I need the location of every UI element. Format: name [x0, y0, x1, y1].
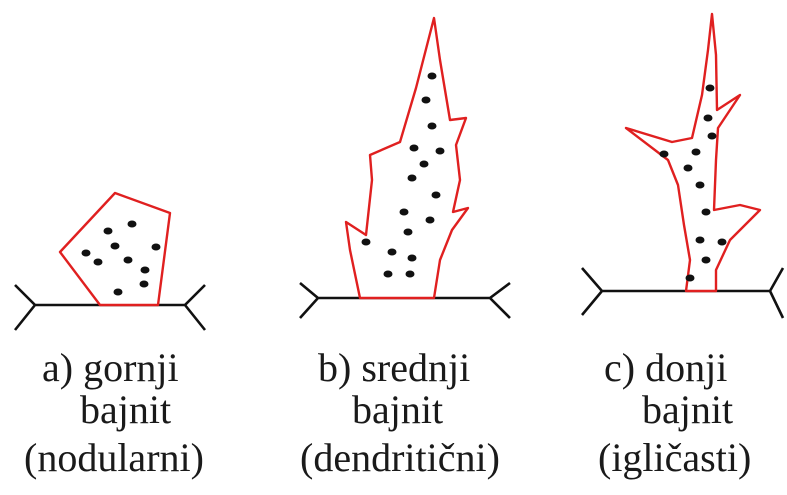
- carbide-dot: [110, 242, 120, 250]
- carbide-dot: [127, 220, 137, 228]
- carbide-dot: [93, 258, 103, 266]
- carbide-dot: [407, 174, 417, 182]
- panel-a-caption-line3: (nodularni): [24, 435, 204, 480]
- carbide-dot: [659, 150, 669, 158]
- carbide-dot: [705, 84, 715, 92]
- carbide-dot: [103, 227, 113, 235]
- carbide-dot: [405, 270, 415, 278]
- carbide-dot: [685, 274, 695, 282]
- carbide-dot: [409, 144, 419, 152]
- carbide-dot: [695, 236, 705, 244]
- carbide-dot: [387, 248, 397, 256]
- carbide-dot: [427, 72, 437, 80]
- panel-c-grain-boundary: [581, 267, 785, 319]
- panel-c: c) donji bajnit (igličasti): [581, 12, 785, 480]
- carbide-dot: [695, 181, 705, 189]
- carbide-dot: [425, 216, 435, 224]
- carbide-dot: [399, 208, 409, 216]
- carbide-dot: [431, 191, 441, 199]
- panel-a: a) gornji bajnit (nodularni): [13, 191, 207, 480]
- panel-b: b) srednji bajnit (dendritični): [299, 16, 511, 480]
- carbide-dot: [140, 266, 150, 274]
- panel-a-caption-line1: a) gornji: [42, 345, 179, 390]
- carbide-dot: [419, 160, 429, 168]
- carbide-dot: [435, 147, 445, 155]
- panel-b-caption-line3: (dendritični): [300, 435, 500, 480]
- carbide-dot: [701, 256, 711, 264]
- carbide-dot: [427, 122, 437, 130]
- panel-b-carbides: [361, 72, 445, 278]
- carbide-dot: [683, 164, 693, 172]
- carbide-dot: [407, 254, 417, 262]
- panel-c-caption-line2: bajnit: [642, 387, 733, 432]
- carbide-dot: [403, 228, 413, 236]
- carbide-dot: [383, 270, 393, 278]
- carbide-dot: [123, 256, 133, 264]
- panel-c-caption-line1: c) donji: [604, 345, 727, 390]
- carbide-dot: [113, 288, 123, 296]
- carbide-dot: [691, 148, 701, 156]
- panel-a-caption-line2: bajnit: [80, 387, 171, 432]
- carbide-dot: [421, 96, 431, 104]
- carbide-dot: [361, 238, 371, 246]
- carbide-dot: [707, 132, 717, 140]
- panel-b-bainite-outline: [344, 16, 470, 300]
- carbide-dot: [717, 238, 727, 246]
- carbide-dot: [81, 249, 91, 257]
- panel-c-caption-line3: (igličasti): [598, 435, 751, 480]
- carbide-dot: [701, 208, 711, 216]
- carbide-dot: [703, 114, 713, 122]
- panel-b-caption-line1: b) srednji: [318, 345, 470, 390]
- panel-a-carbides: [81, 220, 161, 296]
- panel-c-carbides: [659, 84, 727, 282]
- carbide-dot: [151, 243, 161, 251]
- panel-b-caption-line2: bajnit: [352, 387, 443, 432]
- carbide-dot: [139, 280, 149, 288]
